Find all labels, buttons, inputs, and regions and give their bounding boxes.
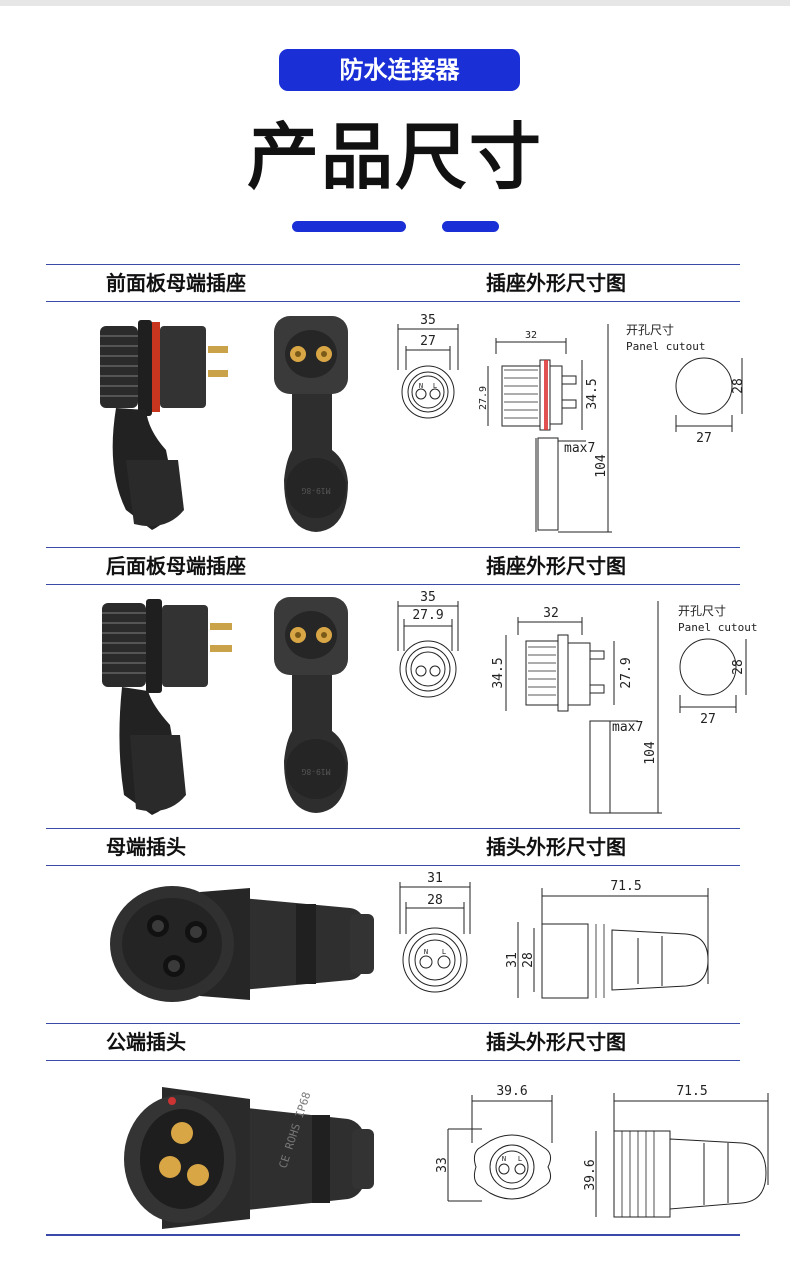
svg-text:28: 28: [427, 893, 443, 908]
top-strip: [0, 0, 790, 6]
svg-text:max7: max7: [564, 441, 595, 456]
svg-text:27.9: 27.9: [619, 657, 634, 688]
svg-text:35: 35: [420, 313, 436, 328]
section-front-panel-socket: 前面板母端插座 插座外形尺寸图 M19-8G: [46, 264, 746, 546]
bottom-divider: [46, 1234, 740, 1236]
product-photo: CE ROHS IP68: [124, 1087, 374, 1229]
svg-text:27: 27: [696, 431, 712, 446]
svg-text:开孔尺寸: 开孔尺寸: [678, 604, 726, 618]
svg-text:31: 31: [427, 871, 443, 886]
svg-text:34.5: 34.5: [585, 378, 600, 409]
svg-text:Panel cutout: Panel cutout: [626, 340, 705, 353]
product-photo: M19-8G: [100, 316, 348, 532]
product-photo: M19-8G: [102, 597, 348, 815]
svg-text:39.6: 39.6: [583, 1159, 598, 1190]
svg-text:28: 28: [521, 952, 536, 968]
svg-text:71.5: 71.5: [676, 1084, 707, 1099]
svg-text:104: 104: [643, 741, 658, 765]
svg-text:104: 104: [594, 454, 609, 478]
svg-text:71.5: 71.5: [610, 879, 641, 894]
svg-text:32: 32: [543, 606, 559, 621]
svg-text:33: 33: [435, 1157, 450, 1173]
section-label: 后面板母端插座: [106, 554, 246, 578]
svg-text:35: 35: [420, 590, 436, 605]
dimension-drawing: 35 27 32 27.9 34.5 max7 104 开孔尺寸 Panel c…: [397, 313, 746, 533]
product-photo: [110, 886, 374, 1002]
svg-text:27: 27: [420, 334, 436, 349]
section-label: 前面板母端插座: [106, 271, 246, 295]
title-underline-short: [442, 221, 499, 232]
svg-text:M19-8G: M19-8G: [301, 486, 330, 495]
dimension-drawing: 39.6 33 71.5 39.6 N L: [435, 1084, 769, 1218]
svg-text:L: L: [433, 382, 437, 390]
svg-text:M19-8G: M19-8G: [301, 767, 330, 776]
svg-text:N: N: [502, 1155, 506, 1163]
drawing-label: 插座外形尺寸图: [486, 554, 626, 578]
svg-text:32: 32: [525, 330, 537, 341]
svg-text:34.5: 34.5: [491, 657, 506, 688]
section-rear-panel-socket: 后面板母端插座 插座外形尺寸图 M19-8G: [46, 547, 757, 827]
svg-text:Panel cutout: Panel cutout: [678, 621, 757, 634]
svg-text:27: 27: [700, 712, 716, 727]
section-header: 后面板母端插座 插座外形尺寸图: [46, 547, 740, 585]
svg-text:27.9: 27.9: [478, 386, 489, 410]
svg-text:开孔尺寸: 开孔尺寸: [626, 323, 674, 337]
drawing-label: 插座外形尺寸图: [486, 271, 626, 295]
svg-text:L: L: [518, 1155, 522, 1163]
section-label: 公端插头: [106, 1030, 186, 1054]
svg-text:N: N: [419, 382, 423, 390]
section-male-plug: 公端插头 插头外形尺寸图 CE ROHS IP68 39.6: [46, 1023, 769, 1233]
svg-text:L: L: [442, 948, 446, 956]
svg-text:27.9: 27.9: [412, 608, 443, 623]
svg-text:max7: max7: [612, 720, 643, 735]
title-underline-long: [292, 221, 406, 232]
section-header: 母端插头 插头外形尺寸图: [46, 828, 740, 866]
svg-text:N: N: [424, 948, 428, 956]
section-header: 前面板母端插座 插座外形尺寸图: [46, 264, 740, 302]
svg-text:28: 28: [731, 659, 746, 675]
section-label: 母端插头: [106, 835, 186, 859]
drawing-label: 插头外形尺寸图: [486, 1030, 626, 1054]
svg-text:31: 31: [505, 952, 520, 968]
drawing-label: 插头外形尺寸图: [486, 835, 626, 859]
section-header: 公端插头 插头外形尺寸图: [46, 1023, 740, 1061]
svg-text:28: 28: [731, 378, 746, 394]
dimension-drawing: 31 28 71.5 31 28 N L: [399, 871, 709, 999]
svg-text:39.6: 39.6: [496, 1084, 527, 1099]
section-female-plug: 母端插头 插头外形尺寸图 31 28 71.5: [46, 828, 740, 1022]
dimension-drawing: 35 27.9 32 34.5 27.9 max7 104 开孔尺寸 Panel…: [397, 590, 757, 814]
page-title: 产品尺寸: [246, 114, 543, 199]
category-badge: 防水连接器: [279, 49, 520, 91]
